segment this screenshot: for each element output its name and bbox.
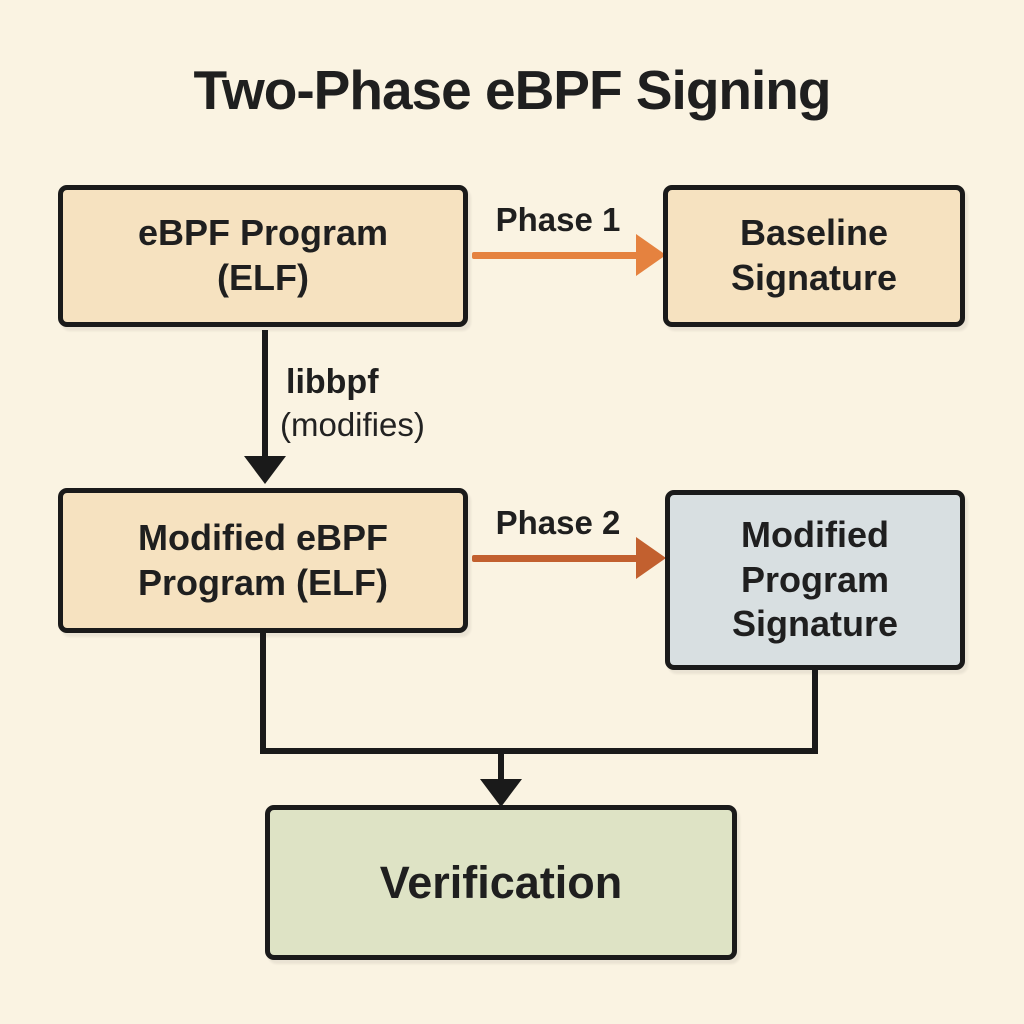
- node-baseline-signature-line1: Baseline: [739, 212, 889, 254]
- libbpf-arrow-stem: [262, 330, 268, 460]
- verification-arrow-head-icon: [480, 779, 522, 807]
- node-ebpf-program-line1: eBPF Program: [137, 212, 389, 254]
- phase1-arrow-stem: [472, 252, 640, 259]
- node-baseline-signature: Baseline Signature: [663, 185, 965, 327]
- node-modified-program-signature-line1: Modified: [741, 514, 889, 556]
- edge-label-libbpf: libbpf: [286, 363, 379, 401]
- node-modified-ebpf-program-line2: Program (ELF): [137, 561, 388, 603]
- phase2-arrow-head-icon: [636, 537, 666, 579]
- connector-horizontal-line: [260, 748, 818, 754]
- node-modified-program-signature-line2: Program: [740, 558, 890, 600]
- connector-left-vertical-line: [260, 633, 266, 754]
- verification-arrow-stem: [498, 748, 504, 786]
- diagram-title: Two-Phase eBPF Signing: [193, 59, 831, 121]
- node-baseline-signature-line2: Signature: [730, 257, 898, 298]
- node-modified-ebpf-program: Modified eBPF Program (ELF): [58, 488, 468, 633]
- connector-right-vertical-line: [812, 670, 818, 754]
- libbpf-arrow-head-icon: [244, 456, 286, 484]
- edge-label-phase2: Phase 2: [495, 504, 621, 541]
- node-verification: Verification: [265, 805, 737, 960]
- node-modified-ebpf-program-line1: Modified eBPF: [138, 516, 388, 558]
- node-modified-program-signature-line3: Signature: [731, 603, 899, 645]
- edge-label-phase1: Phase 1: [495, 201, 621, 238]
- edge-label-libbpf-modifies: (modifies): [280, 406, 425, 443]
- node-ebpf-program: eBPF Program (ELF): [58, 185, 468, 327]
- node-verification-label: Verification: [379, 856, 623, 908]
- phase1-arrow-head-icon: [636, 234, 666, 276]
- node-modified-program-signature: Modified Program Signature: [665, 490, 965, 670]
- phase2-arrow-stem: [472, 555, 640, 562]
- node-ebpf-program-line2: (ELF): [217, 257, 309, 298]
